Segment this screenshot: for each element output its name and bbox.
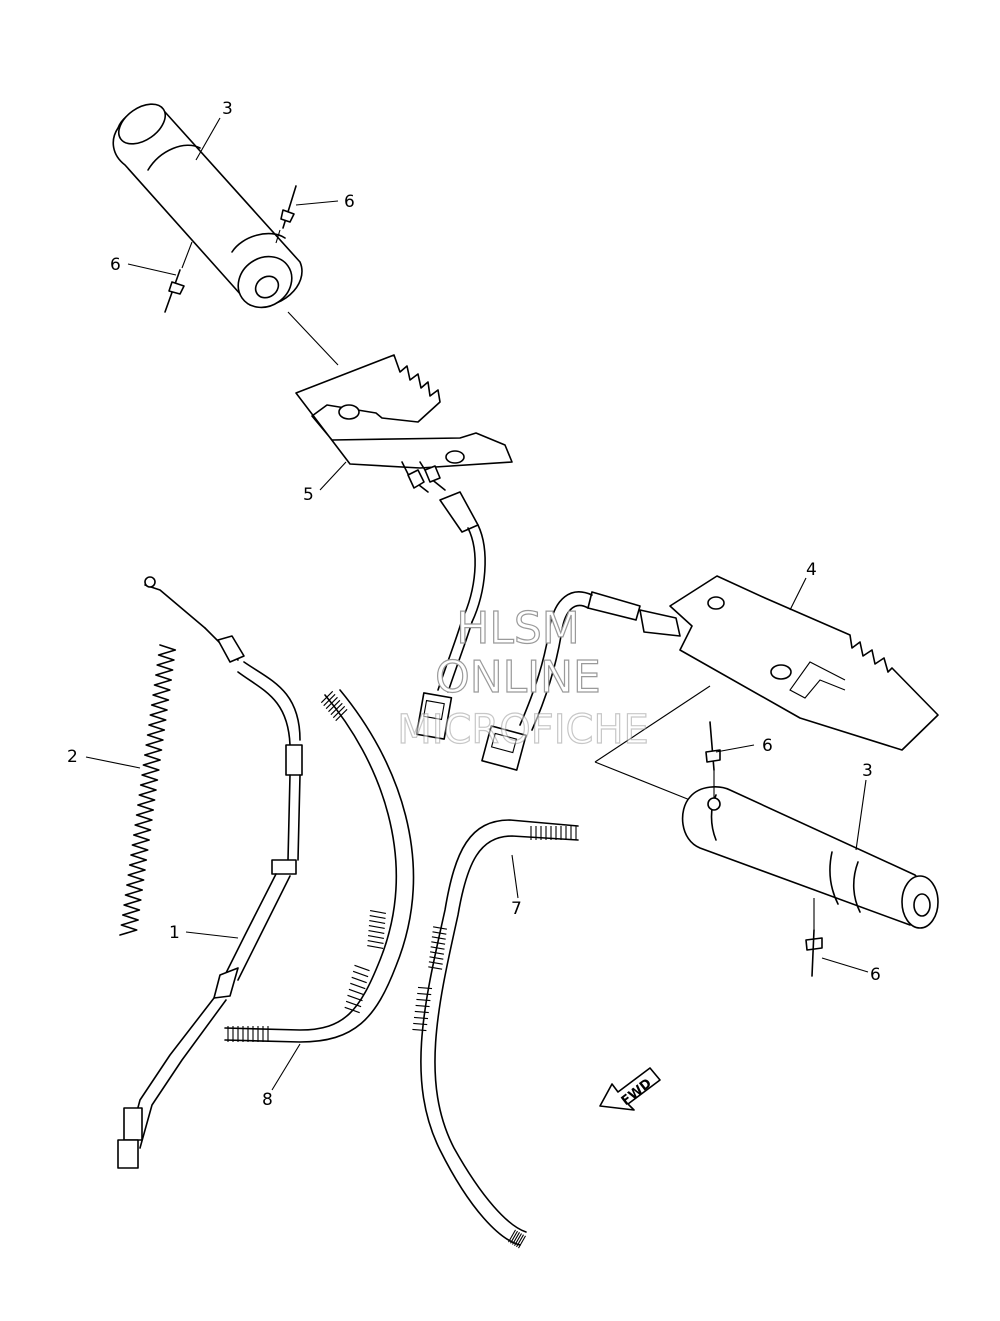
handlebar-grip-upper	[112, 103, 339, 366]
callout-hose-right: 7	[511, 899, 522, 919]
breather-hose-right	[412, 819, 579, 1249]
hose-rib	[432, 931, 447, 935]
breather-hose-left	[224, 689, 415, 1043]
hose-rib	[335, 708, 348, 722]
callout-throttle-cable: 1	[169, 923, 180, 943]
callout-rivet-upper-right: 6	[344, 192, 355, 212]
hose-rib	[430, 951, 444, 955]
grip-heater-left	[295, 354, 513, 740]
hose-rib	[368, 935, 384, 939]
hose-rib	[347, 994, 363, 1002]
hose-rib	[370, 910, 386, 914]
hose-rib	[348, 988, 365, 996]
hose-rib	[428, 961, 443, 965]
hose-rib	[417, 992, 432, 996]
hose-rib	[320, 690, 334, 704]
hose-rib	[367, 940, 384, 944]
hose-rib	[518, 1235, 526, 1249]
rivet-lower-bottom-icon	[805, 898, 823, 977]
fwd-arrow-icon: FWD	[599, 1067, 661, 1111]
hose-rib	[429, 956, 444, 960]
rivet-upper-left-icon	[164, 241, 193, 313]
hose-rib	[330, 702, 343, 716]
spring-coil	[119, 644, 177, 936]
hose-rib	[414, 1010, 429, 1014]
hose-rib	[351, 976, 367, 984]
hose-rib	[332, 705, 346, 719]
callout-rivet-lower-top: 6	[762, 736, 773, 756]
callout-grip-upper: 3	[222, 99, 233, 119]
callout-heater-left: 5	[303, 485, 314, 505]
hose-rib	[415, 1004, 430, 1008]
callout-grip-lower: 3	[862, 761, 873, 781]
hose-rib	[413, 1022, 428, 1026]
hose-rib	[350, 982, 366, 990]
hose-rib	[430, 946, 445, 950]
watermark-line-3: MICROFICHE	[397, 707, 649, 753]
hose-rib	[368, 925, 385, 929]
leader-lines	[85, 117, 869, 1091]
throttle-cable	[117, 576, 303, 1169]
hose-rib	[413, 1016, 429, 1020]
callout-spring: 2	[67, 747, 78, 767]
rivet-upper-right-icon	[275, 185, 297, 244]
hose-rib	[428, 966, 443, 970]
hose-rib	[345, 1000, 362, 1008]
hose-rib	[369, 920, 386, 924]
handlebar-grip-lower	[681, 786, 939, 929]
hose-rib	[412, 1028, 427, 1032]
spring-icon	[119, 644, 177, 936]
hose-rib	[369, 915, 386, 919]
hose-rib	[516, 1234, 524, 1248]
callout-rivet-lower-bottom: 6	[870, 965, 881, 985]
rivet-lower-top-icon	[705, 721, 721, 798]
callout-numbers: 3 6 6 5 4 2 1 6 3 6 7 8	[67, 99, 881, 1110]
hose-rib	[344, 1006, 360, 1014]
hose-rib	[508, 1229, 516, 1243]
watermark: HLSM ONLINE MICROFICHE	[397, 602, 650, 753]
callout-heater-right: 4	[806, 560, 817, 580]
watermark-line-1: HLSM	[456, 603, 580, 654]
callout-rivet-upper-left: 6	[110, 255, 121, 275]
hose-rib	[416, 998, 431, 1002]
hose-rib	[368, 930, 385, 934]
hose-rib	[431, 936, 446, 940]
hose-rib	[512, 1232, 520, 1245]
hose-rib	[367, 945, 384, 949]
hose-rib	[417, 986, 433, 990]
callout-hose-left: 8	[262, 1090, 273, 1110]
hose-rib	[328, 699, 341, 713]
hose-rib	[354, 964, 370, 972]
hose-rib	[323, 693, 336, 707]
grip-heater-right	[481, 575, 939, 801]
hose-rib	[433, 926, 447, 930]
hose-rib	[325, 696, 338, 710]
hose-rib	[510, 1230, 518, 1244]
hose-rib	[431, 941, 446, 945]
watermark-line-2: ONLINE	[435, 652, 601, 703]
hose-rib	[352, 970, 369, 978]
hose-rib	[514, 1233, 522, 1246]
